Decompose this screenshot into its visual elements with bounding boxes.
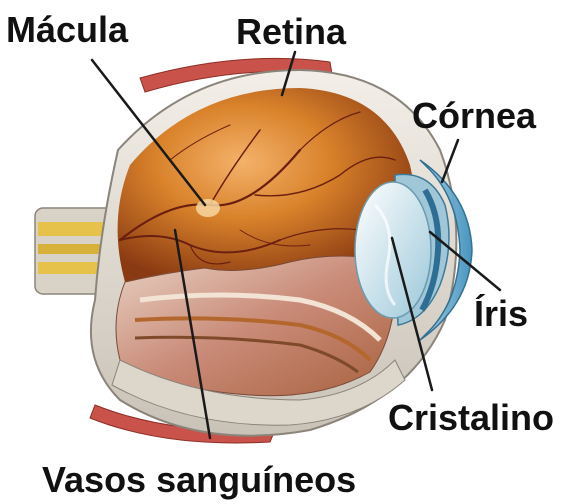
label-cristalino: Cristalino [388, 397, 554, 438]
label-cornea: Córnea [412, 95, 537, 136]
lens-cristalino [355, 182, 431, 318]
eye-wall-cross-section [116, 256, 396, 396]
macula-spot [196, 199, 220, 217]
label-vasos: Vasos sanguíneos [42, 459, 356, 500]
label-macula: Mácula [6, 9, 129, 50]
label-iris: Íris [474, 293, 528, 334]
label-retina: Retina [236, 11, 347, 52]
